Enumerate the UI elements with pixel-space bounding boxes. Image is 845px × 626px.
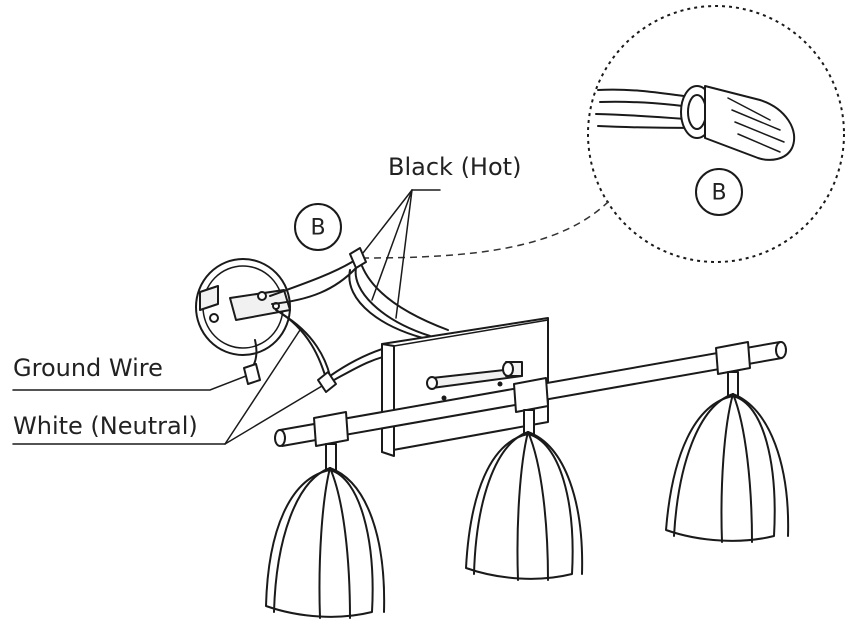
black-hot-leader: [355, 189, 441, 319]
shade-left: [265, 411, 386, 619]
supply-wires: [251, 261, 357, 379]
wire-nut-neutral-icon: [317, 371, 337, 393]
ground-wire-leader: [12, 375, 247, 391]
detail-marker-label: B: [310, 216, 325, 241]
wire-nut-hot-icon: [349, 247, 367, 269]
shade-right: [665, 341, 790, 543]
white-neutral-leader: [12, 329, 323, 445]
detail-inset: B: [587, 5, 845, 263]
label-black-hot: Black (Hot): [388, 153, 521, 181]
inset-marker-b: B: [695, 168, 743, 216]
detail-leader-line: [361, 199, 611, 259]
junction-box: [195, 258, 291, 356]
label-white-neutral: White (Neutral): [13, 412, 198, 440]
wire-nut-icon: [680, 85, 796, 161]
label-ground-wire: Ground Wire: [13, 354, 163, 382]
inset-marker-label: B: [711, 181, 726, 206]
wire-nut-ground-icon: [243, 363, 261, 385]
detail-marker-b: B: [294, 203, 342, 251]
shade-center: [465, 377, 584, 581]
